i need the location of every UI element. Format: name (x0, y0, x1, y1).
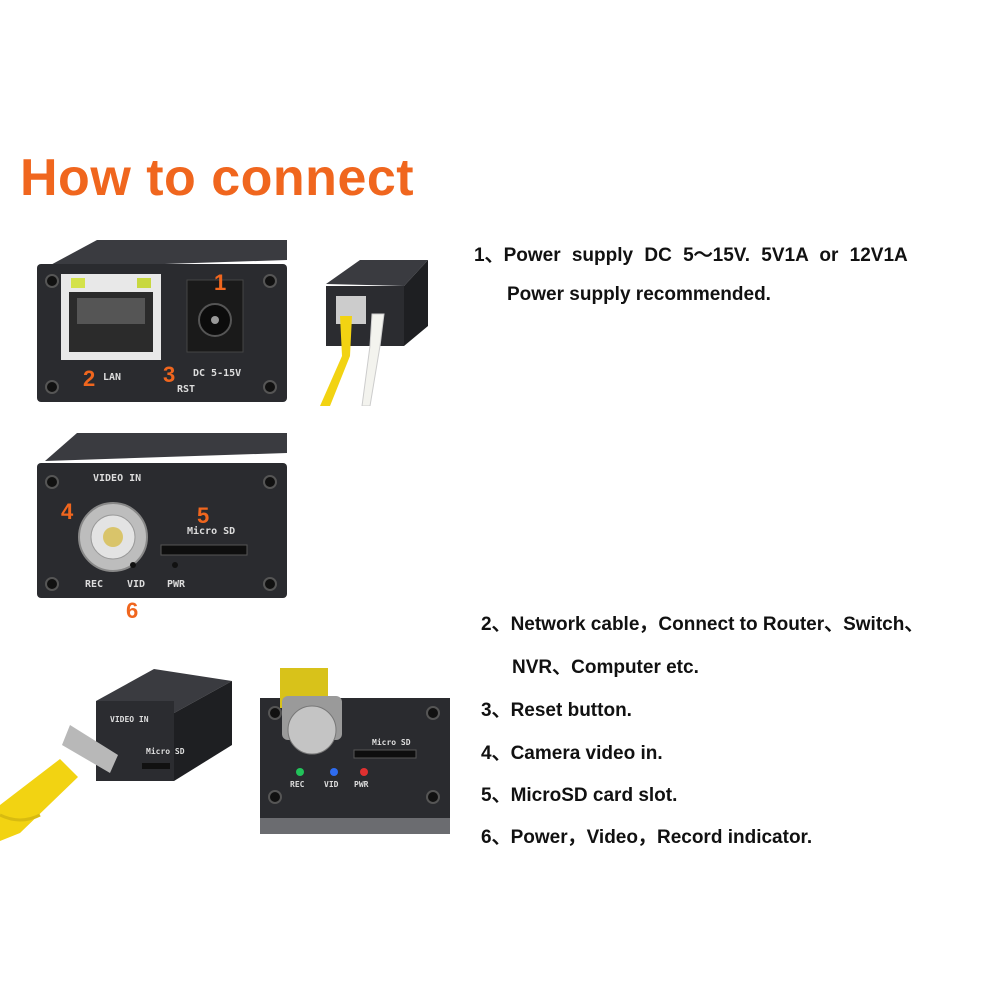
device-leds-photo: Micro SD REC VID PWR (260, 668, 450, 834)
device-cables-photo (300, 256, 430, 406)
video-in-label-small: VIDEO IN (110, 715, 149, 724)
instruction-1: 1、Power supply DC 5～15V. 5V1A or 12V1A (474, 245, 908, 266)
rec-label: REC (85, 579, 104, 590)
page-title: How to connect (20, 149, 415, 207)
instruction-2: 2、Network cable，Connect to Router、Switch… (481, 614, 924, 635)
label-number-5: 5 (197, 503, 210, 528)
label-number-3: 3 (163, 362, 176, 387)
label-number-1: 1 (214, 270, 227, 295)
micro-sd-label-small: Micro SD (146, 747, 185, 756)
micro-sd-label-led: Micro SD (372, 738, 411, 747)
instruction-5: 5、MicroSD card slot. (481, 785, 678, 806)
instruction-6: 6、Power，Video，Record indicator. (481, 827, 813, 848)
device-back-photo: VIDEO IN 4 5 Micro SD REC VID PWR (37, 433, 287, 598)
instruction-4: 4、Camera video in. (481, 743, 663, 764)
micro-sd-label: Micro SD (187, 526, 236, 537)
pwr-label-led: PWR (354, 780, 369, 789)
vid-label-led: VID (324, 780, 339, 789)
rst-label: RST (177, 384, 196, 395)
instruction-2-cont: NVR、Computer etc. (512, 657, 699, 678)
dc-label: DC 5-15V (193, 368, 242, 379)
vid-label: VID (127, 579, 146, 590)
video-in-label: VIDEO IN (93, 473, 142, 484)
label-number-6: 6 (126, 598, 139, 623)
label-number-2: 2 (83, 366, 96, 391)
label-number-4: 4 (61, 499, 74, 524)
instruction-1-cont: Power supply recommended. (507, 284, 771, 305)
lan-label: LAN (103, 372, 122, 383)
device-front-photo: 1 2 LAN 3 DC 5-15V RST (37, 240, 287, 402)
instruction-3: 3、Reset button. (481, 700, 632, 721)
pwr-label: PWR (167, 579, 186, 590)
rec-label-led: REC (290, 780, 305, 789)
device-bnc-photo: VIDEO IN Micro SD (0, 665, 236, 845)
